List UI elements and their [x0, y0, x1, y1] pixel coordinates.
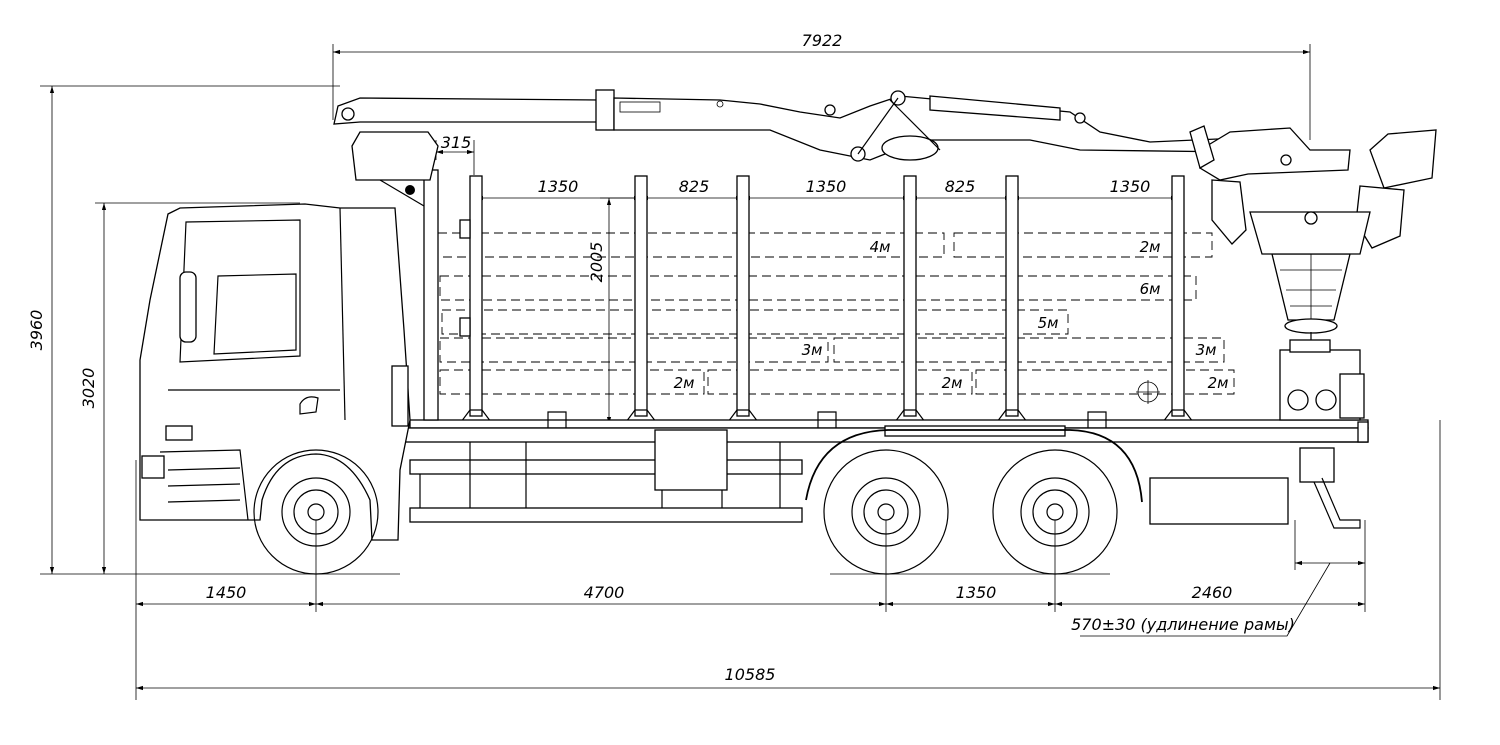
log-label-row5-left: 2м	[674, 374, 695, 392]
grapple	[1189, 125, 1437, 340]
dim-post-spacing-2: 825	[679, 177, 710, 196]
dimension-labels: 7922 315 1350 825 1350 825 1350 2005 396…	[27, 31, 1295, 684]
stake-2	[622, 175, 660, 427]
log-label-row4-right: 3м	[1196, 341, 1217, 359]
stakes	[457, 175, 1197, 427]
dim-crane-reach: 7922	[802, 31, 843, 50]
crane-boom	[333, 89, 1241, 162]
dim-post-spacing-4: 825	[945, 177, 976, 196]
dim-post-spacing-1: 1350	[538, 177, 579, 196]
log-label-row2: 6м	[1140, 280, 1161, 298]
dim-stake-height: 2005	[587, 242, 606, 283]
dim-overall-height: 3960	[27, 310, 46, 351]
log-label-row5-mid: 2м	[942, 374, 963, 392]
dim-overall-length: 10585	[725, 665, 776, 684]
stake-6	[1159, 175, 1197, 427]
log-label-row4-left: 3м	[802, 341, 823, 359]
log-label-row3: 5м	[1038, 314, 1059, 332]
crane-column	[1279, 339, 1369, 443]
stake-4	[891, 175, 929, 427]
dim-front-overhang: 1450	[206, 583, 247, 602]
dim-rear-overhang: 2460	[1192, 583, 1233, 602]
dim-post-spacing-3: 1350	[806, 177, 847, 196]
headboard	[351, 131, 471, 421]
log-outlines	[437, 232, 1235, 404]
dim-cab-height: 3020	[79, 368, 98, 409]
chassis	[399, 411, 1369, 529]
log-length-labels: 4м 2м 6м 5м 3м 3м 2м 2м 2м	[674, 238, 1229, 392]
dim-wheelbase: 4700	[584, 583, 625, 602]
wheel-front	[253, 449, 379, 575]
dim-gap-cab-crane: 315	[441, 133, 472, 152]
dim-bogie-spacing: 1350	[956, 583, 997, 602]
stake-3	[724, 175, 762, 427]
log-label-row1-right: 2м	[1140, 238, 1161, 256]
log-label-row5-right: 2м	[1208, 374, 1229, 392]
stake-5	[993, 175, 1031, 427]
stake-1	[457, 175, 495, 427]
log-label-row1-left: 4м	[870, 238, 891, 256]
dim-post-spacing-5: 1350	[1110, 177, 1151, 196]
truck-cab	[139, 203, 411, 541]
frame-extension-note: 570±30 (удлинение рамы)	[1071, 615, 1295, 634]
